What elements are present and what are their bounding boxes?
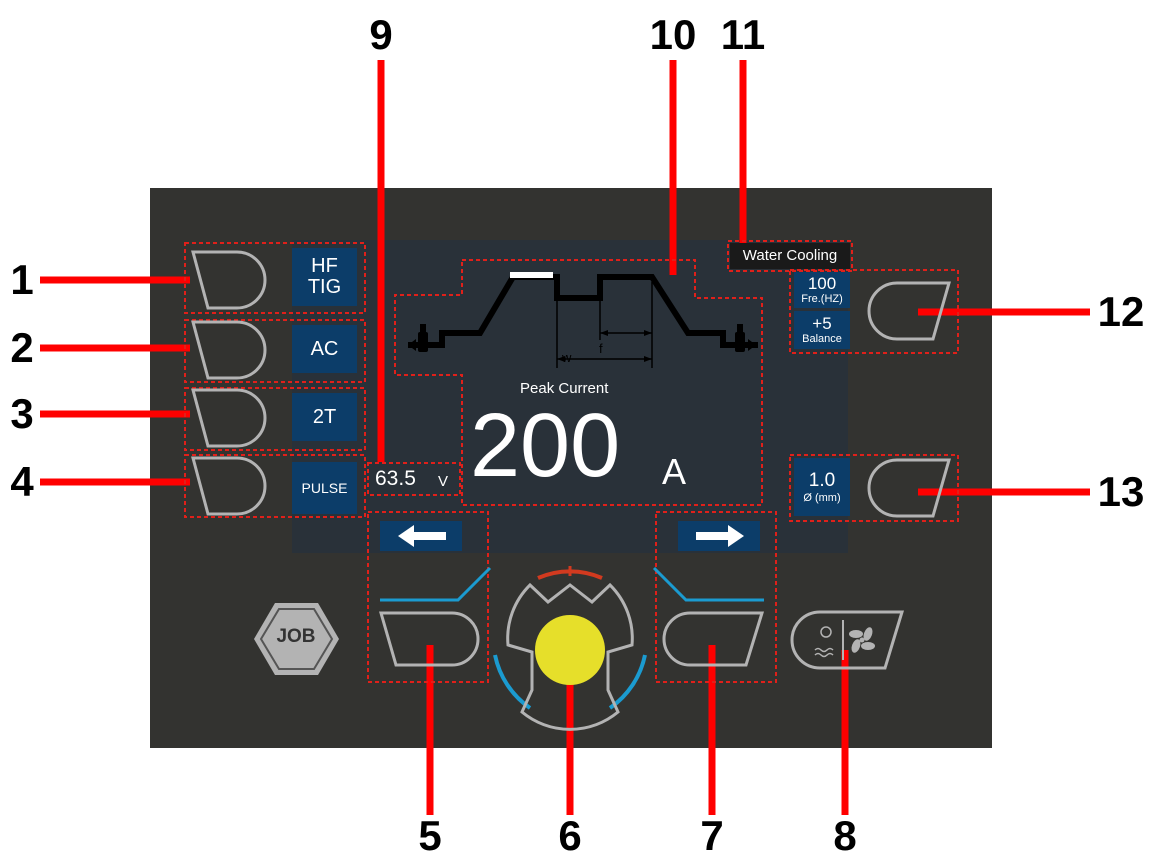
group-box-4: [184, 454, 366, 518]
soft-key-13[interactable]: [867, 458, 951, 518]
group-box-13: [789, 454, 959, 522]
callout-8: 8: [833, 812, 857, 859]
cooling-button[interactable]: [790, 610, 905, 670]
callout-5: 5: [418, 812, 442, 859]
ac-label: AC: [292, 325, 357, 373]
job-button[interactable]: [254, 603, 339, 675]
waveform-dimension-arrows: [557, 330, 652, 362]
left-buttons: [191, 250, 267, 516]
hf-tig-label: HF TIG: [292, 248, 357, 306]
soft-key-7[interactable]: [662, 611, 765, 667]
soft-key-4[interactable]: [191, 456, 267, 516]
group-box-3: [184, 387, 366, 451]
soft-key-3[interactable]: [191, 388, 267, 448]
waveform-f-label: f: [599, 341, 603, 356]
callout-9: 9: [369, 11, 393, 58]
callout-4: 4: [10, 458, 34, 505]
bottom-buttons: [379, 611, 765, 667]
waveform-dimension-lines: [556, 282, 653, 368]
voltage-box: [367, 462, 461, 496]
group-box-2: [184, 319, 366, 383]
screen-arrows: [380, 521, 760, 551]
waveform-box: [394, 259, 763, 506]
knob-outline: [506, 582, 634, 731]
callout-11: 11: [720, 11, 766, 58]
pulse-label: PULSE: [292, 462, 357, 514]
voltage-value: 63.5: [375, 467, 416, 490]
gas-pre-flow-icon: [408, 324, 428, 352]
waveform-line: [408, 274, 758, 348]
group-box-7: [655, 511, 777, 683]
rotary-knob: [493, 566, 647, 731]
soft-key-1[interactable]: [191, 250, 267, 310]
diameter-label: 1.0 Ø (mm): [794, 458, 850, 516]
callout-7: 7: [700, 812, 724, 859]
knob-center[interactable]: [535, 615, 605, 685]
waveform-w-label: w: [562, 350, 572, 365]
soft-key-12[interactable]: [867, 281, 951, 341]
waveform-diagram: [408, 272, 758, 368]
callout-6: 6: [558, 812, 582, 859]
guide-lines: [380, 566, 764, 602]
job-label: JOB: [276, 626, 316, 647]
group-box-1: [184, 242, 366, 314]
callout-3: 3: [10, 390, 34, 437]
callout-12: 12: [1097, 288, 1145, 335]
parameter-name: Peak Current: [520, 380, 609, 397]
soft-key-5[interactable]: [379, 611, 480, 667]
left-arrow-icon: [398, 525, 446, 547]
right-arrow-icon: [696, 525, 744, 547]
soft-key-2[interactable]: [191, 320, 267, 380]
balance-label: +5 Balance: [794, 311, 850, 349]
callout-1: 1: [10, 256, 34, 303]
display-screen: [292, 240, 848, 553]
callout-2: 2: [10, 324, 34, 371]
callout-13: 13: [1097, 468, 1145, 515]
group-box-5: [367, 511, 489, 683]
main-unit: A: [662, 451, 687, 492]
dashed-groups: [184, 240, 959, 683]
callout-10: 10: [649, 11, 697, 58]
main-value: 200: [470, 396, 621, 496]
group-box-12: [789, 269, 959, 354]
2t-label: 2T: [292, 393, 357, 441]
gas-post-flow-icon: [735, 324, 756, 352]
fan-icon: [849, 627, 875, 653]
right-buttons: [867, 281, 951, 518]
frequency-label: 100 Fre.(HZ): [794, 272, 850, 308]
water-cooling-indicator: Water Cooling: [730, 243, 850, 269]
water-cooling-icon: [814, 626, 834, 658]
voltage-unit: V: [438, 473, 449, 490]
